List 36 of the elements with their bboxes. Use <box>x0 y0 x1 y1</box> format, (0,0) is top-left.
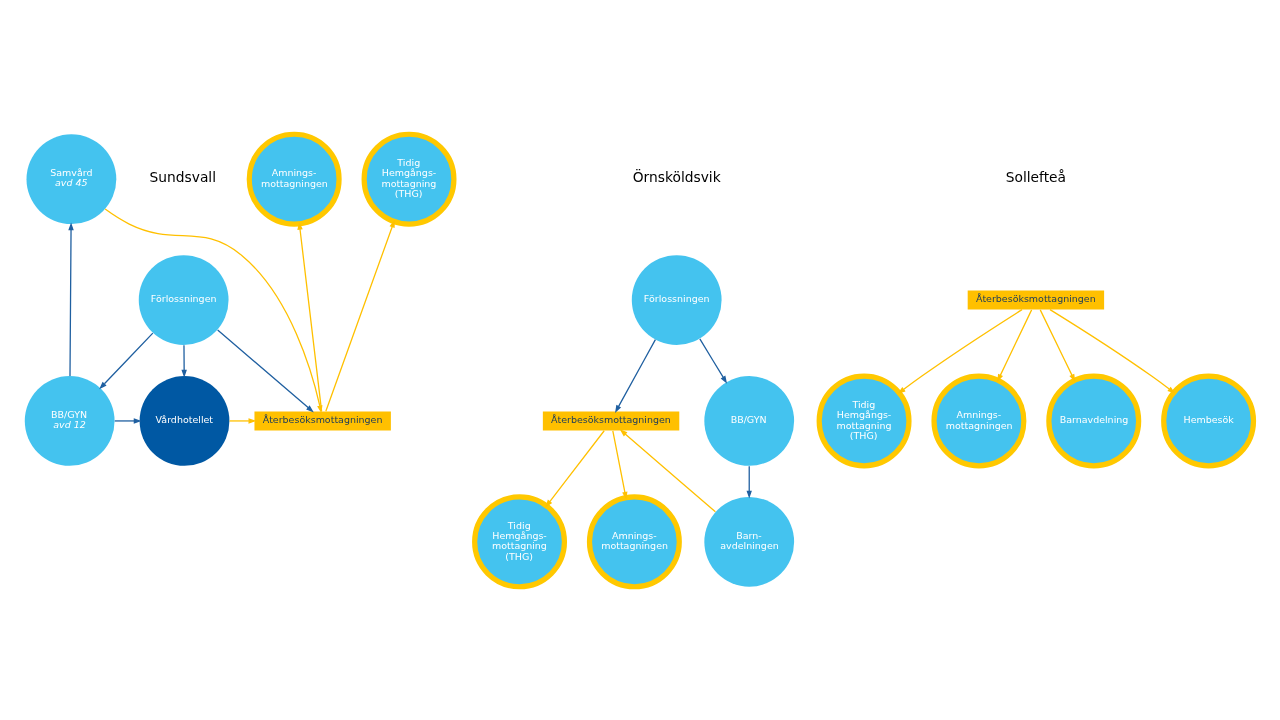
arrow <box>228 417 257 424</box>
label: Sollefteå <box>1005 168 1067 185</box>
node-circle: BB/GYN avd 12 <box>24 375 115 466</box>
arrow <box>104 207 323 413</box>
node-circle: Vårdhotellet <box>139 375 230 466</box>
arrow <box>325 219 395 412</box>
arrow <box>612 429 628 500</box>
node-circle: Förlossningen <box>138 254 229 345</box>
arrow <box>1039 308 1076 382</box>
arrow <box>619 428 717 512</box>
node-circle: Tidig Hemgångs- mottagning (THG) <box>472 493 568 589</box>
arrow <box>181 344 187 378</box>
arrow <box>545 429 605 507</box>
node-circle: Samvård avd 45 <box>26 133 117 224</box>
arrow <box>1049 308 1176 394</box>
label: Sundsvall <box>149 168 217 185</box>
node-box: Återbesöksmottagningen <box>967 290 1105 310</box>
arrow <box>217 328 314 413</box>
node-box: Återbesöksmottagningen <box>254 410 391 430</box>
node-circle: Tidig Hemgångs- mottagning (THG) <box>816 372 912 468</box>
node-circle: Förlossningen <box>631 254 722 345</box>
node-circle: Amnings- mottagningen <box>246 131 342 227</box>
label: Örnsköldsvik <box>632 168 721 185</box>
arrow <box>114 417 142 424</box>
arrow <box>997 308 1033 382</box>
arrow <box>297 221 323 412</box>
node-circle: Hembesök <box>1161 372 1257 468</box>
arrow <box>699 337 728 384</box>
node-circle: Amnings- mottagningen <box>586 493 682 589</box>
node-circle: Barn- avdelningen <box>704 496 795 587</box>
arrow <box>746 465 752 499</box>
node-box: Återbesöksmottagningen <box>542 410 680 430</box>
arrow <box>897 308 1023 394</box>
arrow <box>615 338 657 413</box>
arrow <box>99 332 154 389</box>
arrow <box>68 221 74 377</box>
